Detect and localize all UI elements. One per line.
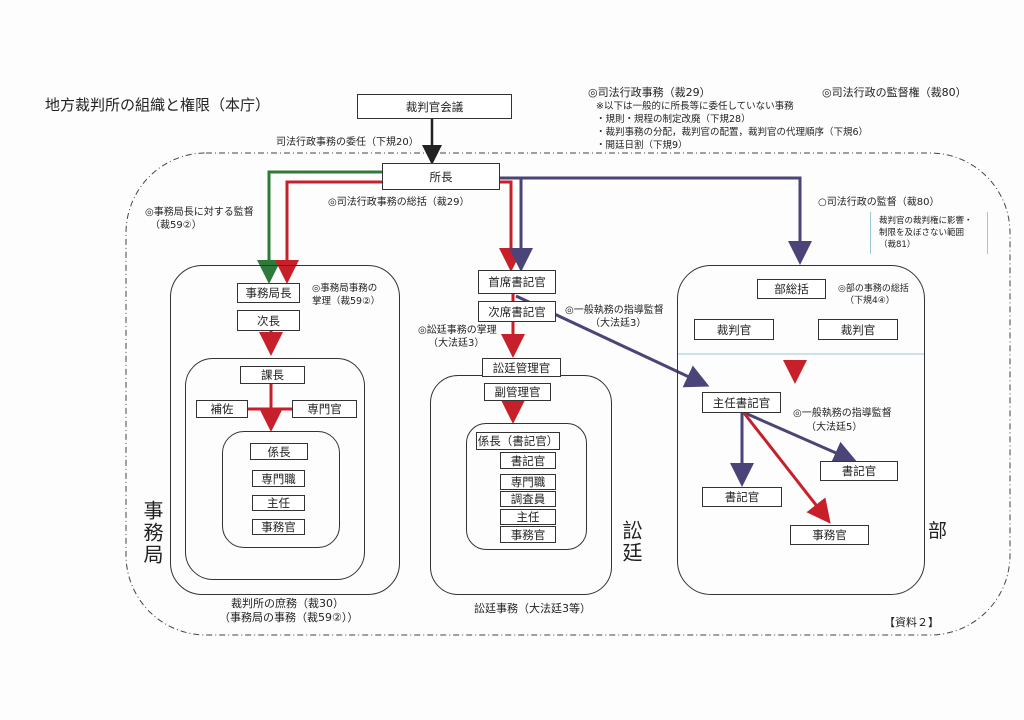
section-container [185,358,365,580]
staff-box: 主任 [252,495,305,511]
clerk-staff-box: 書記官 [500,452,556,469]
note-item: ・開廷日割（下規9） [596,140,688,151]
judges-council-box: 裁判官会議 [357,94,512,119]
guidance-note: （大法廷3） [590,318,647,329]
court-clerk-label: 訟廷 [619,520,643,564]
head-note: ◎事務局事務の [312,283,378,294]
chief-clerk-box: 主任書記官 [702,392,781,413]
secretariat-footer: （事務局の事務（裁59②）） [219,611,359,624]
not-delegated-note: ※以下は一般的に所長等に委任していない事務 [596,101,794,112]
manage-note: ◎訟廷事務の掌理 [418,325,497,336]
clerk-staff-container [466,423,587,550]
division-container [677,265,925,595]
deputy-manager-box: 副管理官 [484,383,551,401]
specialist-box: 専門官 [292,400,357,418]
page-title: 地方裁判所の組織と権限（本庁） [45,96,271,114]
delegation-label: 司法行政事務の委任（下規20） [276,137,419,148]
overall-label: ◎司法行政事務の総括（裁29） [328,197,470,208]
clerk-staff-box: 専門職 [500,474,556,490]
assistant-box: 補佐 [196,400,248,418]
note-item: ・裁判事務の分配，裁判官の配置，裁判官の代理順序（下規6） [596,127,869,138]
staff-box: 専門職 [252,470,305,487]
secretariat-label: 事務局 [140,500,164,566]
guidance-note: ◎一般執務の指導監督 [565,305,664,316]
clerk-staff-box: 係長（書記官） [476,432,560,450]
staff-box: 係長 [250,443,308,460]
presiding-note: ◎部の事務の総括 [838,284,909,294]
court-manager-box: 訟廷管理官 [482,358,561,377]
secretariat-container [170,265,400,595]
manage-note: （大法廷3） [428,338,485,349]
deputy-box: 次長 [237,310,300,331]
supervision-label-ref: （裁59②） [150,220,202,231]
court-boundary [125,152,1011,636]
document-reference: 【資料２】 [884,616,939,629]
purple-line-division [500,176,812,265]
scope-bracket: 裁判官の裁判権に影響・ 制限を及ぼさない範囲 （裁81） [870,212,988,254]
supervision-label: ◎事務局長に対する監督 [145,207,254,218]
president-box: 所長 [382,163,500,190]
scope-line: 制限を及ぼさない範囲 [879,228,965,238]
secretary-general-box: 事務局長 [237,283,300,303]
division-label: 部 [928,520,948,542]
court-clerk-footer: 訟廷事務（大法廷3等） [474,602,591,615]
clerk-staff-box: 主任 [500,509,556,525]
officer-box: 事務官 [790,525,869,545]
guidance-note: ◎一般執務の指導監督 [793,408,892,419]
section-chief-box: 課長 [240,366,305,384]
arrow [742,412,831,524]
guidance-note: （大法廷5） [806,422,863,433]
scope-line: （裁81） [879,240,916,250]
staff-container [222,431,340,548]
green-supervision-line [257,170,382,284]
arrow [744,411,858,464]
deputy-chief-clerk-box: 次席書記官 [478,301,556,322]
judge-box: 裁判官 [818,319,898,340]
supervision-note: ○司法行政の監督（裁80） [818,197,940,208]
clerk-staff-box: 調査員 [500,491,556,507]
clerk-staff-box: 事務官 [500,526,556,543]
scope-line: 裁判官の裁判権に影響・ [879,216,973,226]
staff-box: 事務官 [252,519,305,535]
clerk-box: 書記官 [820,461,898,481]
red-line-clerk [499,180,523,272]
presiding-note: （下規4④） [845,296,895,306]
head-note: 掌理（裁59②） [312,296,381,307]
clerk-box: 書記官 [702,487,782,507]
presiding-judge-box: 部総括 [757,279,826,299]
red-line-secretariat [275,180,382,284]
note-item: ・規則・規程の制定改廃（下規28） [596,114,751,125]
judge-box: 裁判官 [694,319,774,340]
supervisory-power-note: ◎司法行政の監督権（裁80） [822,86,967,99]
chief-clerk-box: 首席書記官 [478,270,556,294]
secretariat-footer: 裁判所の庶務（裁30） [231,597,344,610]
admin-affairs-note: ◎司法行政事務（裁29） [588,86,711,99]
